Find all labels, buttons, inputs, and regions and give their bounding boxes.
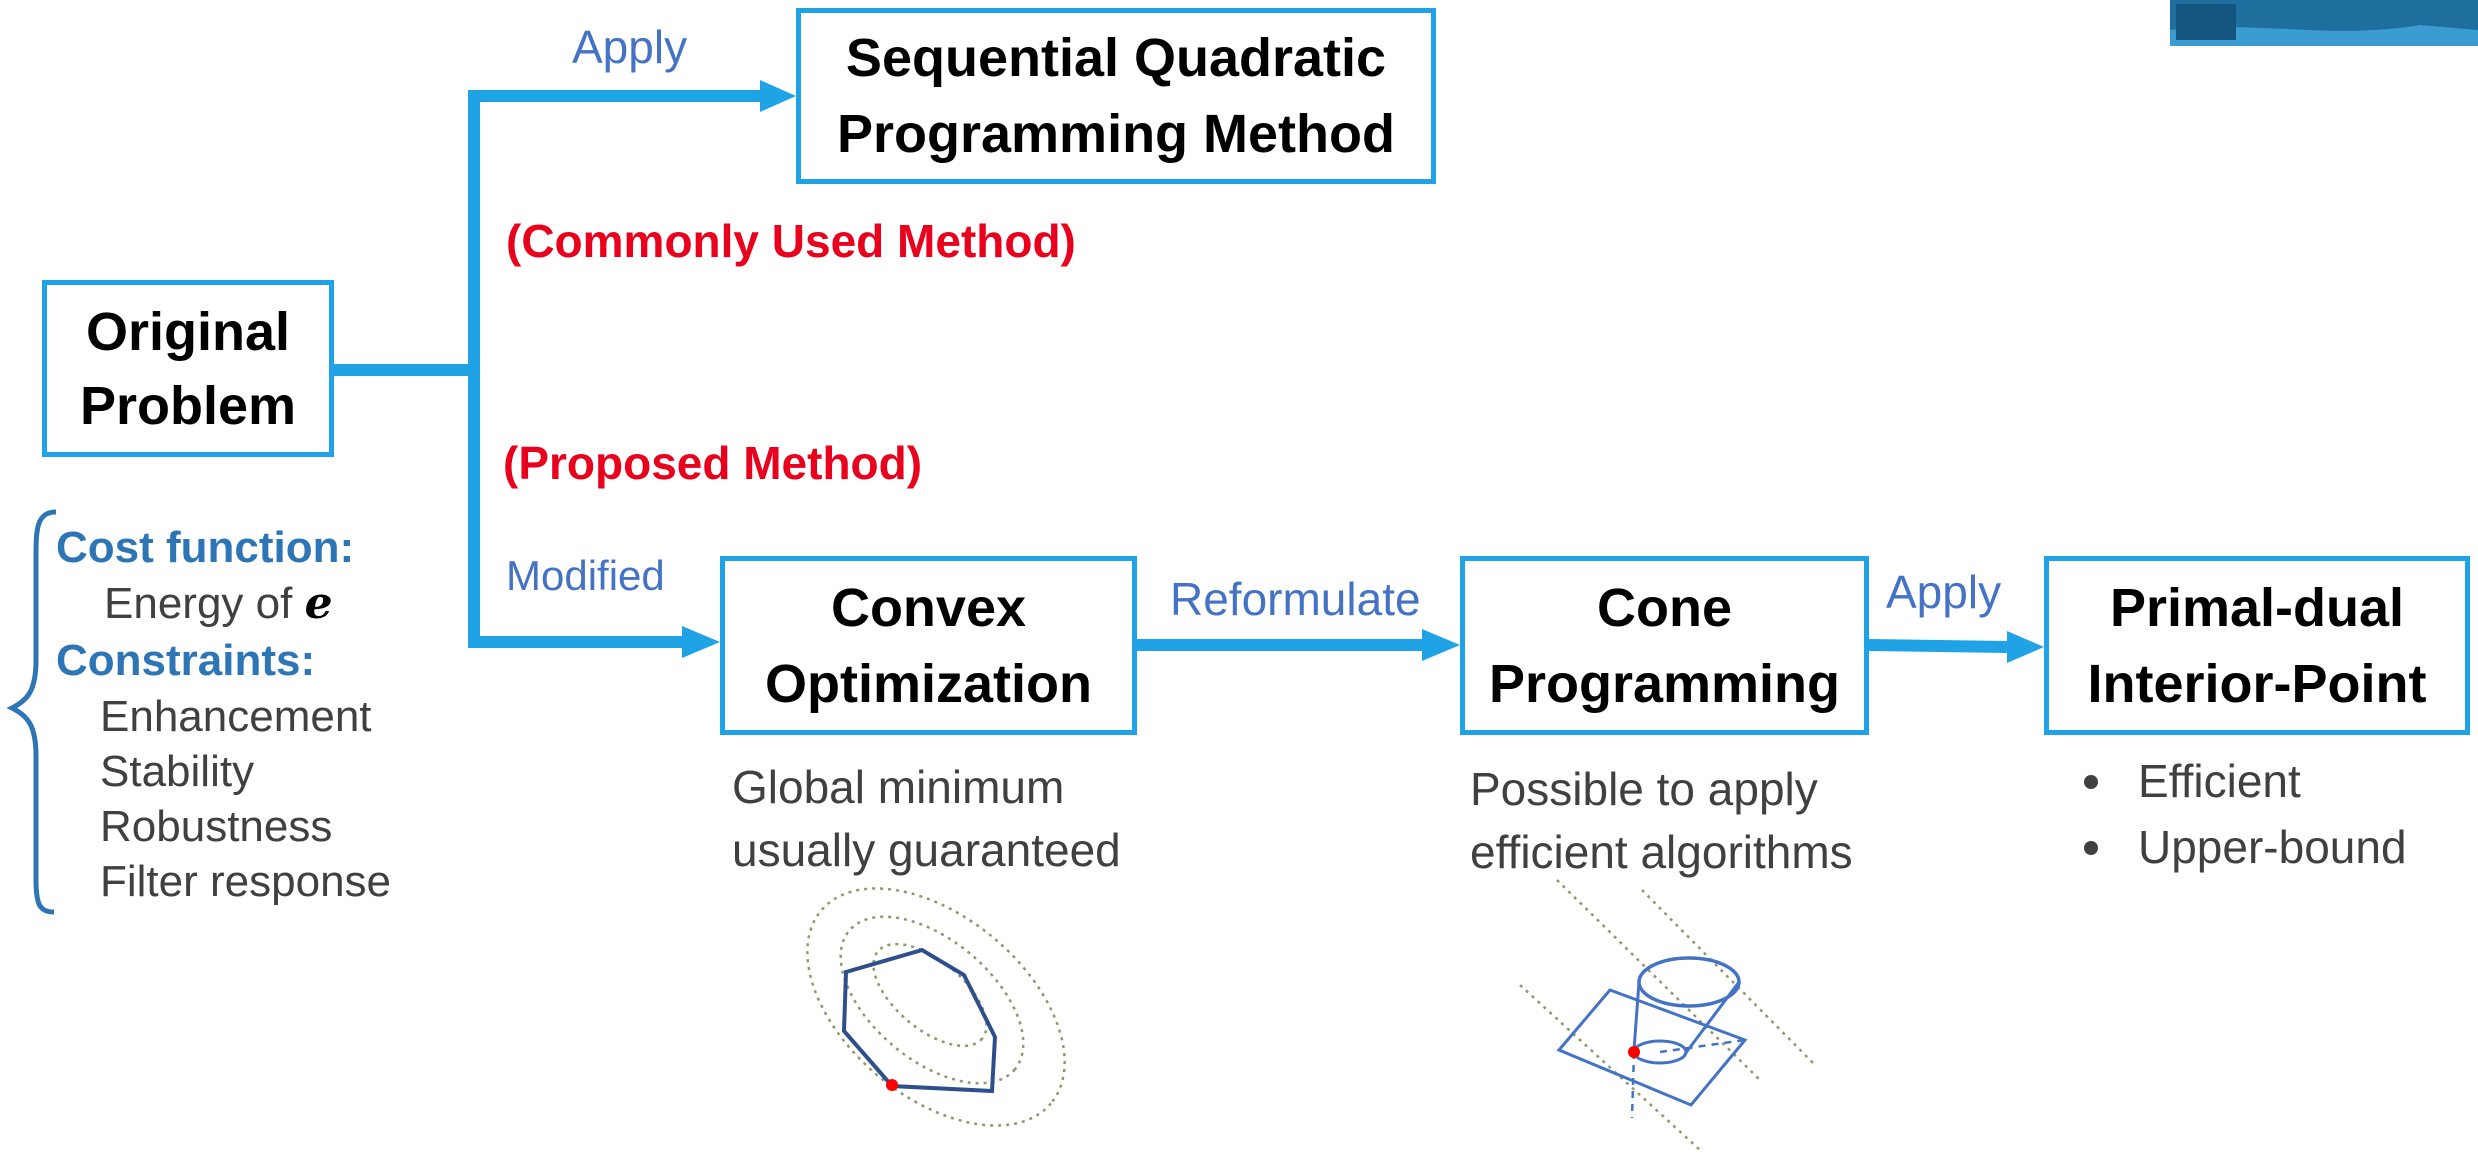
problem-details: Cost function: Energy of e Constraints: … bbox=[56, 520, 391, 909]
cone-line-1: Cone bbox=[1597, 577, 1732, 638]
original-problem-box: Original Problem bbox=[42, 280, 334, 457]
convex-line-1: Convex bbox=[830, 577, 1027, 638]
original-problem-line-2: Problem bbox=[79, 375, 297, 436]
primal-dual-line-2: Interior-Point bbox=[2087, 653, 2427, 714]
sqp-line-1: Sequential Quadratic bbox=[845, 28, 1387, 88]
cost-function-symbol: e bbox=[304, 578, 333, 629]
constraint-item: Enhancement bbox=[100, 692, 372, 741]
arrowhead-sqp bbox=[760, 80, 796, 112]
bullet-item: Efficient bbox=[2072, 748, 2407, 814]
cone-description-line-1: Possible to apply bbox=[1470, 763, 1818, 815]
primal-dual-line-1: Primal-dual bbox=[2109, 577, 2405, 638]
cone-description: Possible to apply efficient algorithms bbox=[1470, 758, 1853, 884]
arrow-cone-to-primal-shaft bbox=[1868, 639, 2008, 653]
annotation-commonly-used: (Commonly Used Method) bbox=[506, 215, 1076, 267]
constraints-list: Enhancement Stability Robustness Filter … bbox=[56, 689, 391, 909]
arrowhead-primal bbox=[2007, 631, 2044, 663]
edge-label-apply-top: Apply bbox=[572, 21, 688, 73]
cone-programming-box: Cone Programming bbox=[1460, 556, 1869, 735]
convex-description-line-1: Global minimum bbox=[732, 761, 1065, 813]
convex-illustration bbox=[806, 887, 1066, 1127]
convex-description: Global minimum usually guaranteed bbox=[732, 756, 1121, 882]
conference-logo bbox=[2170, 0, 2478, 46]
primal-dual-bullet-list: Efficient Upper-bound bbox=[2072, 748, 2407, 880]
cost-function-label: Energy of bbox=[104, 579, 293, 628]
constraint-item: Robustness bbox=[100, 802, 333, 851]
annotation-proposed: (Proposed Method) bbox=[503, 437, 923, 489]
edge-label-reformulate: Reformulate bbox=[1170, 573, 1421, 625]
convex-line-2: Optimization bbox=[765, 653, 1092, 714]
sqp-line-2: Programming Method bbox=[836, 104, 1395, 164]
constraints-heading: Constraints: bbox=[56, 636, 316, 685]
convex-description-line-2: usually guaranteed bbox=[732, 824, 1121, 876]
constraints-brace bbox=[6, 509, 57, 915]
convex-optimization-box: Convex Optimization bbox=[720, 556, 1137, 735]
constraint-item: Stability bbox=[100, 747, 255, 796]
sqp-box: Sequential Quadratic Programming Method bbox=[796, 8, 1436, 184]
bullet-item: Upper-bound bbox=[2072, 814, 2407, 880]
original-problem-line-1: Original bbox=[85, 301, 291, 362]
primal-dual-box: Primal-dual Interior-Point bbox=[2044, 556, 2470, 735]
arrowhead-convex bbox=[682, 626, 720, 658]
edge-label-apply-right: Apply bbox=[1886, 566, 2002, 618]
cost-function-heading: Cost function: bbox=[56, 523, 355, 572]
edge-label-modified: Modified bbox=[506, 552, 665, 599]
arrowhead-cone bbox=[1422, 629, 1460, 661]
cone-line-2: Programming bbox=[1488, 653, 1841, 714]
cone-description-line-2: efficient algorithms bbox=[1470, 826, 1853, 878]
cost-function-text: Energy of e bbox=[56, 576, 391, 631]
cone-illustration bbox=[1519, 879, 1816, 1151]
constraint-item: Filter response bbox=[100, 857, 392, 906]
